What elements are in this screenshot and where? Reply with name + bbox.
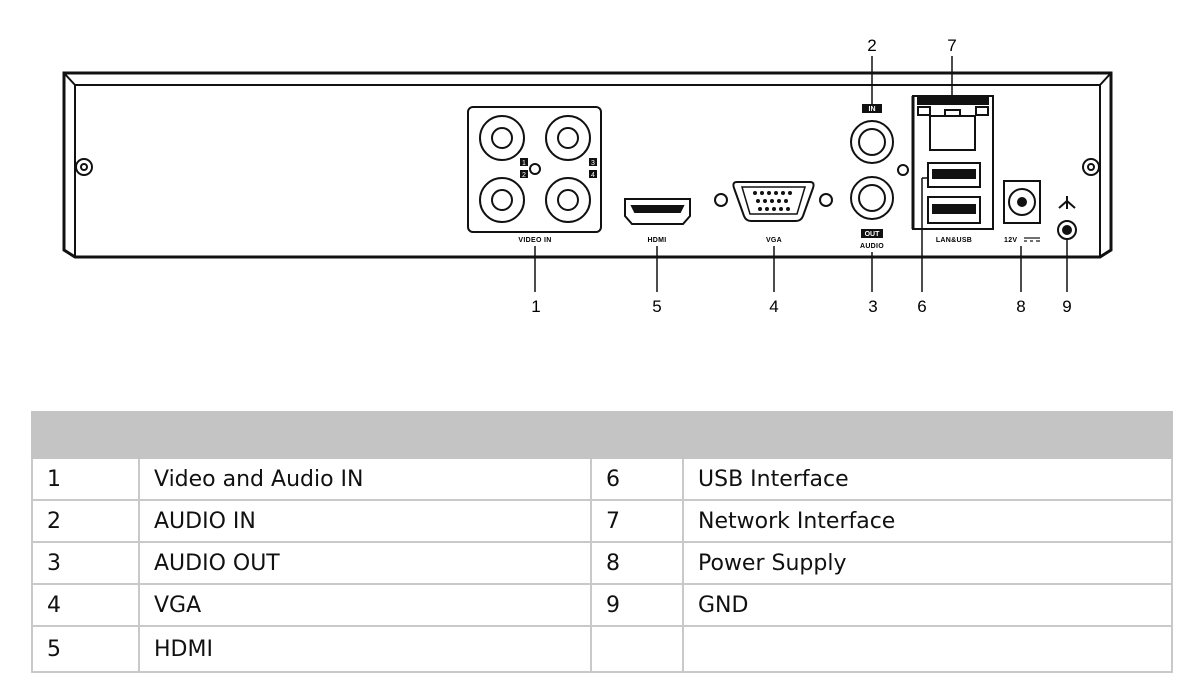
ground-icon	[1057, 196, 1077, 240]
callout-lines	[534, 56, 1068, 292]
legend-num: 8	[590, 541, 684, 585]
legend-num	[590, 625, 684, 673]
table-row: 2 AUDIO IN 7 Network Interface	[31, 499, 1173, 543]
audio-out-badge	[861, 229, 883, 238]
legend-num: 2	[31, 499, 140, 543]
vga-port-icon	[714, 181, 833, 222]
legend-label: AUDIO IN	[138, 499, 592, 543]
legend-label: HDMI	[138, 625, 592, 673]
bnc-label-2: 2	[522, 172, 526, 179]
callout-7: 7	[947, 36, 956, 55]
screw-hole-icon	[1082, 158, 1100, 176]
bnc-label-4: 4	[591, 172, 595, 179]
callout-8: 8	[1016, 297, 1025, 316]
legend-num: 7	[590, 499, 684, 543]
audio-in-badge	[862, 104, 882, 113]
hdmi-port-icon	[624, 198, 691, 225]
legend-num: 6	[590, 457, 684, 501]
legend-num: 5	[31, 625, 140, 673]
usb-port-icon	[927, 196, 981, 224]
dc-symbol-icon	[1024, 237, 1040, 242]
legend-header-cell	[682, 411, 1173, 459]
legend-header-row	[31, 411, 1173, 459]
callout-4: 4	[769, 297, 778, 316]
audio-in-badge-text: IN	[869, 106, 876, 113]
audio-label: AUDIO	[860, 243, 884, 250]
lan-usb-label: LAN&USB	[936, 237, 972, 244]
legend-label: Video and Audio IN	[138, 457, 592, 501]
table-row: 1 Video and Audio IN 6 USB Interface	[31, 457, 1173, 501]
legend-label: Network Interface	[682, 499, 1173, 543]
legend-num: 4	[31, 583, 140, 627]
usb-port-icon	[927, 162, 981, 188]
callout-2: 2	[867, 36, 876, 55]
vga-label: VGA	[766, 237, 782, 244]
legend-label	[682, 625, 1173, 673]
bnc-connector-icon	[479, 115, 591, 223]
dc-jack-icon	[1003, 180, 1041, 224]
callout-9: 9	[1062, 297, 1071, 316]
audio-out-badge-text: OUT	[865, 231, 881, 238]
legend-num: 9	[590, 583, 684, 627]
callout-3: 3	[868, 297, 877, 316]
legend-table: 1 Video and Audio IN 6 USB Interface 2 A…	[31, 411, 1173, 673]
lan-usb-block	[911, 95, 994, 230]
callout-1: 1	[531, 297, 540, 316]
bnc-label-3: 3	[591, 160, 595, 167]
audio-jack-icon	[850, 120, 909, 220]
table-row: 5 HDMI	[31, 625, 1173, 673]
legend-header-cell	[31, 411, 140, 459]
legend-label: VGA	[138, 583, 592, 627]
legend-header-cell	[590, 411, 684, 459]
legend-label: GND	[682, 583, 1173, 627]
vga-pins	[753, 191, 792, 211]
bnc-label-1: 1	[522, 160, 526, 167]
video-in-block: 1 2 3 4 VIDEO IN	[467, 106, 602, 244]
chassis	[62, 71, 1113, 259]
legend-num: 1	[31, 457, 140, 501]
table-row: 4 VGA 9 GND	[31, 583, 1173, 627]
legend-header-cell	[138, 411, 592, 459]
callout-6: 6	[917, 297, 926, 316]
legend-num: 3	[31, 541, 140, 585]
table-row: 3 AUDIO OUT 8 Power Supply	[31, 541, 1173, 585]
power-label: 12V	[1004, 237, 1017, 244]
screw-hole-icon	[75, 158, 93, 176]
legend-label: USB Interface	[682, 457, 1173, 501]
rear-panel-diagram: 1 2 3 4 VIDEO IN HDMI VGA IN OUT AUDIO	[62, 36, 1113, 316]
rj45-port-icon	[917, 106, 989, 151]
legend-label: AUDIO OUT	[138, 541, 592, 585]
video-in-label: VIDEO IN	[518, 237, 551, 244]
hdmi-label: HDMI	[647, 237, 666, 244]
legend-label: Power Supply	[682, 541, 1173, 585]
callout-5: 5	[652, 297, 661, 316]
